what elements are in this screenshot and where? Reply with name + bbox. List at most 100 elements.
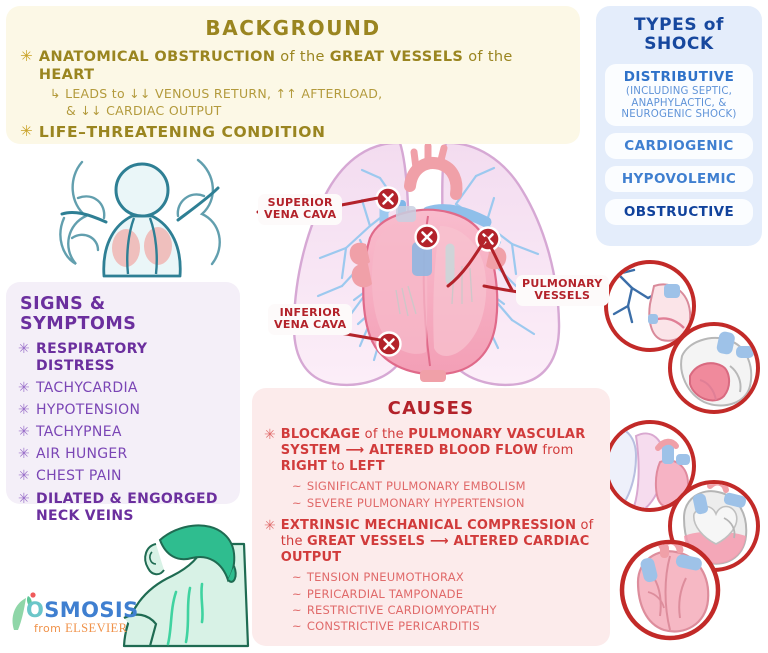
bullet-star-icon: ✳ bbox=[18, 402, 31, 419]
distended-neck-veins-illustration bbox=[122, 524, 250, 648]
label-ivc-line1: INFERIOR bbox=[279, 306, 341, 319]
label-pv-line2: VESSELS bbox=[534, 289, 591, 303]
sub-arrow-icon: ↳ bbox=[50, 86, 61, 102]
types-title-line1: TYPES of bbox=[633, 15, 725, 35]
cause-sub-label: RESTRICTIVE CARDIOMYOPATHY bbox=[306, 602, 497, 617]
bullet-star-icon: ✳ bbox=[18, 380, 31, 397]
shock-type-distributive[interactable]: DISTRIBUTIVE (INCLUDING SEPTIC, ANAPHYLA… bbox=[605, 64, 753, 126]
bullet-star-icon: ✳ bbox=[264, 427, 276, 443]
osmosis-logo[interactable]: OSMOSIS from ELSEVIER bbox=[8, 592, 140, 644]
causes-title: CAUSES bbox=[387, 398, 475, 419]
shock-type-obstructive-label: OBSTRUCTIVE bbox=[623, 203, 735, 220]
osmosis-leaf-icon bbox=[12, 592, 36, 630]
obstruction-marker-center bbox=[414, 224, 440, 250]
symptom-label: TACHYCARDIA bbox=[36, 380, 138, 397]
symptom-item: ✳ HYPOTENSION bbox=[18, 402, 228, 419]
elsevier-from: from bbox=[34, 622, 66, 635]
background-bullet-1-text: ANATOMICAL OBSTRUCTION of the GREAT VESS… bbox=[38, 49, 513, 84]
background-subnote-line2: & ↓↓ CARDIAC OUTPUT bbox=[66, 102, 222, 118]
cause-sub-item: ~ CONSTRICTIVE PERICARDITIS bbox=[292, 618, 598, 634]
background-bullet-1: ✳ ANATOMICAL OBSTRUCTION of the GREAT VE… bbox=[20, 48, 566, 84]
symptom-item: ✳ RESPIRATORY DISTRESS bbox=[18, 341, 228, 375]
symptom-label: DILATED & ENGORGED NECK VEINS bbox=[36, 490, 218, 524]
cause-group-1: ✳ BLOCKAGE of the PULMONARY VASCULAR SYS… bbox=[264, 427, 598, 475]
tilde-bullet-icon: ~ bbox=[292, 570, 302, 585]
types-of-shock-title: TYPES of SHOCK bbox=[605, 15, 753, 55]
cause-sub-label: PERICARDIAL TAMPONADE bbox=[306, 586, 464, 601]
cause-sub-item: ~PERICARDIAL TAMPONADE bbox=[292, 586, 598, 602]
cause-group-2: ✳ EXTRINSIC MECHANICAL COMPRESSION of th… bbox=[264, 518, 598, 566]
symptom-item: ✳ TACHYPNEA bbox=[18, 424, 228, 441]
symptom-label: AIR HUNGER bbox=[36, 446, 128, 463]
bullet-star-icon: ✳ bbox=[18, 424, 31, 441]
inset-restrictive-cardiomyopathy bbox=[619, 539, 721, 641]
osmosis-wordmark: OSMOSIS bbox=[26, 598, 139, 622]
label-svc-line1: SUPERIOR bbox=[267, 196, 333, 209]
bullet-star-icon: ✳ bbox=[20, 47, 33, 65]
bullet-star-icon: ✳ bbox=[18, 446, 31, 463]
types-of-shock-panel: TYPES of SHOCK DISTRIBUTIVE (INCLUDING S… bbox=[596, 6, 762, 246]
cause-group-1-text: BLOCKAGE of the PULMONARY VASCULAR SYSTE… bbox=[280, 427, 586, 475]
label-svc-line2: VENA CAVA bbox=[264, 208, 337, 222]
symptom-item: ✳ CHEST PAIN bbox=[18, 468, 228, 485]
symptom-label: RESPIRATORY DISTRESS bbox=[36, 341, 148, 375]
shock-type-obstructive[interactable]: OBSTRUCTIVE bbox=[605, 198, 753, 225]
bullet-star-icon: ✳ bbox=[264, 517, 276, 534]
background-bullet-2: ✳ LIFE–THREATENING CONDITION bbox=[20, 123, 566, 142]
tilde-bullet-icon: ~ bbox=[292, 602, 302, 617]
elsevier-name: ELSEVIER bbox=[65, 621, 128, 635]
shock-type-cardiogenic[interactable]: CARDIOGENIC bbox=[605, 132, 753, 159]
background-panel: BACKGROUND ✳ ANATOMICAL OBSTRUCTION of t… bbox=[6, 6, 580, 144]
cause-sub-label: TENSION PNEUMOTHORAX bbox=[306, 570, 464, 585]
tilde-bullet-icon: ~ bbox=[292, 495, 302, 510]
symptom-item: ✳ DILATED & ENGORGED NECK VEINS bbox=[18, 491, 228, 525]
bullet-star-icon: ✳ bbox=[18, 468, 31, 485]
label-ivc-line2: VENA CAVA bbox=[274, 318, 347, 332]
obstruction-marker-ivc bbox=[376, 331, 402, 357]
osmosis-first-letter: O bbox=[26, 598, 45, 622]
cause-sub-item: ~ SIGNIFICANT PULMONARY EMBOLISM bbox=[292, 478, 598, 494]
label-pulmonary-vessels: PULMONARY VESSELS bbox=[516, 275, 609, 306]
background-bullet-2-text: LIFE–THREATENING CONDITION bbox=[38, 122, 326, 141]
symptom-item: ✳ TACHYCARDIA bbox=[18, 380, 228, 397]
elsevier-attribution: from ELSEVIER bbox=[34, 621, 127, 636]
cause-group-2-sublist: ~TENSION PNEUMOTHORAX ~PERICARDIAL TAMPO… bbox=[292, 569, 598, 634]
label-inferior-vena-cava: INFERIOR VENA CAVA bbox=[268, 304, 353, 335]
inset-pulmonary-embolism bbox=[604, 260, 696, 352]
symptom-label: HYPOTENSION bbox=[36, 402, 141, 419]
cause-sub-label: SEVERE PULMONARY HYPERTENSION bbox=[306, 495, 525, 510]
obstruction-marker-svc bbox=[375, 186, 401, 212]
shock-type-distributive-sub: (INCLUDING SEPTIC, ANAPHYLACTIC, & NEURO… bbox=[621, 86, 737, 121]
causes-panel: CAUSES ✳ BLOCKAGE of the PULMONARY VASCU… bbox=[252, 388, 610, 646]
cause-sub-item: ~ SEVERE PULMONARY HYPERTENSION bbox=[292, 495, 598, 511]
signs-and-symptoms-title: SIGNS & SYMPTOMS bbox=[20, 294, 137, 334]
bullet-star-icon: ✳ bbox=[18, 341, 31, 357]
symptom-label: CHEST PAIN bbox=[36, 468, 122, 485]
shock-type-distributive-label: DISTRIBUTIVE bbox=[623, 69, 735, 86]
cause-group-1-sublist: ~ SIGNIFICANT PULMONARY EMBOLISM ~ SEVERE … bbox=[292, 478, 598, 511]
types-title-line2: SHOCK bbox=[644, 34, 714, 55]
symptom-item: ✳ AIR HUNGER bbox=[18, 446, 228, 463]
background-subnote: ↳ LEADS to ↓↓ VENOUS RETURN, ↑↑ AFTERLOA… bbox=[50, 86, 566, 119]
background-subnote-line1: LEADS to ↓↓ VENOUS RETURN, ↑↑ AFTERLOAD, bbox=[65, 86, 383, 102]
background-title: BACKGROUND bbox=[205, 16, 381, 40]
cause-sub-label: CONSTRICTIVE PERICARDITIS bbox=[306, 619, 480, 634]
signs-and-symptoms-panel: SIGNS & SYMPTOMS ✳ RESPIRATORY DISTRESS … bbox=[6, 282, 240, 524]
cause-group-2-text: EXTRINSIC MECHANICAL COMPRESSION of the … bbox=[280, 517, 594, 566]
tilde-bullet-icon: ~ bbox=[292, 619, 302, 634]
shock-type-hypovolemic[interactable]: HYPOVOLEMIC bbox=[605, 165, 753, 192]
cause-sub-item: ~ RESTRICTIVE CARDIOMYOPATHY bbox=[292, 602, 598, 618]
inset-tension-pneumothorax bbox=[604, 420, 696, 512]
bullet-star-icon: ✳ bbox=[18, 490, 31, 507]
patient-chest-illustration bbox=[59, 158, 221, 278]
cause-sub-label: SIGNIFICANT PULMONARY EMBOLISM bbox=[306, 479, 526, 494]
inset-pulmonary-hypertension bbox=[668, 322, 760, 414]
tilde-bullet-icon: ~ bbox=[292, 479, 302, 494]
label-pv-line1: PULMONARY bbox=[522, 277, 603, 290]
shock-type-cardiogenic-label: CARDIOGENIC bbox=[624, 137, 734, 154]
symptom-label: TACHYPNEA bbox=[36, 424, 122, 441]
label-superior-vena-cava: SUPERIOR VENA CAVA bbox=[258, 194, 343, 225]
osmosis-rest: SMOSIS bbox=[44, 598, 139, 622]
cause-sub-item: ~ TENSION PNEUMOTHORAX bbox=[292, 569, 598, 585]
bullet-star-icon: ✳ bbox=[20, 121, 33, 140]
